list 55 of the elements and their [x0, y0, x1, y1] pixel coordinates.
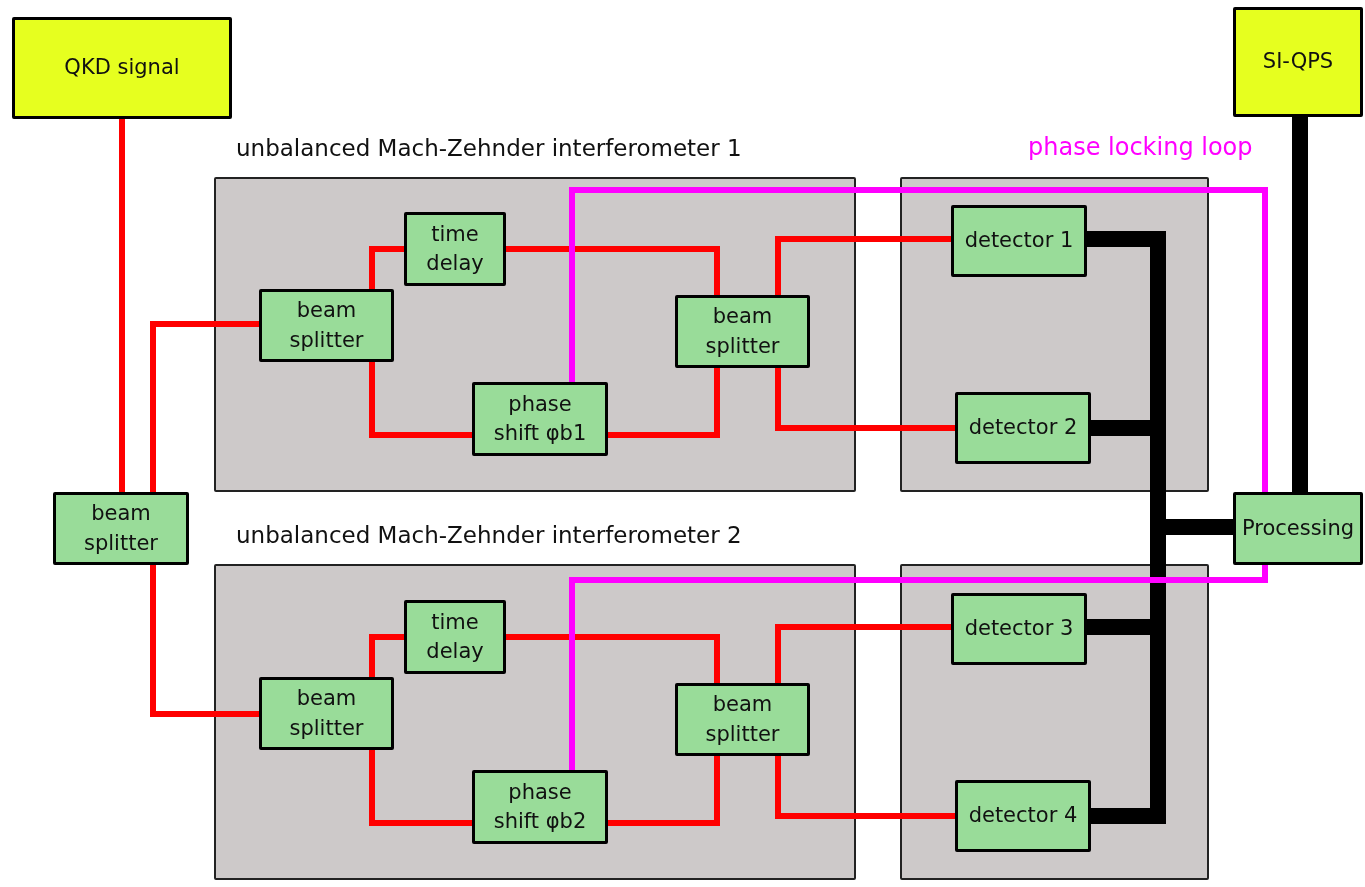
optical-fiber: [150, 565, 259, 717]
component-box: [955, 392, 1091, 464]
source-box: [12, 17, 232, 119]
optical-fiber: [369, 246, 404, 289]
source-box: [1233, 7, 1363, 117]
component-box: [675, 295, 810, 368]
component-box: [53, 492, 189, 565]
box-label: beam splitter: [704, 691, 781, 748]
component-box: [404, 600, 506, 674]
component-box: [404, 212, 506, 286]
optical-fiber: [775, 756, 955, 819]
optical-fiber: [369, 634, 404, 677]
component-box: [259, 677, 394, 750]
optical-fiber: [775, 368, 955, 431]
panel-background: [900, 177, 1209, 492]
optical-fiber: [608, 368, 720, 438]
optical-fiber: [608, 756, 720, 826]
box-label: phase shift φb2: [492, 778, 588, 835]
box-label: beam splitter: [288, 297, 365, 354]
component-box: [951, 205, 1087, 277]
panel-heading: unbalanced Mach-Zehnder interferometer 2: [236, 522, 742, 548]
box-label: Processing: [1240, 514, 1356, 542]
box-label: SI-QPS: [1261, 48, 1335, 76]
box-label: detector 1: [963, 227, 1075, 255]
panel-heading: unbalanced Mach-Zehnder interferometer 1: [236, 135, 742, 161]
component-box: [675, 683, 810, 756]
panel-background: [900, 564, 1209, 880]
component-box: [472, 382, 608, 456]
box-label: QKD signal: [63, 54, 181, 82]
optical-fiber: [506, 246, 720, 295]
optical-fiber: [119, 119, 125, 492]
component-box: [259, 289, 394, 362]
optical-fiber: [506, 634, 720, 683]
component-box: [951, 593, 1087, 665]
component-box: [472, 770, 608, 844]
optical-fiber: [775, 624, 951, 683]
box-label: time delay: [425, 608, 485, 665]
component-box: [955, 780, 1091, 852]
optical-fiber: [569, 187, 1268, 492]
component-box: [1233, 492, 1363, 565]
box-label: beam splitter: [288, 685, 365, 742]
box-label: time delay: [425, 220, 485, 277]
optical-fiber: [369, 750, 472, 826]
box-label: detector 3: [963, 615, 1075, 643]
box-label: detector 2: [967, 414, 1079, 442]
box-label: detector 4: [967, 802, 1079, 830]
box-label: beam splitter: [83, 500, 159, 557]
optical-fiber: [150, 321, 259, 492]
box-label: beam splitter: [704, 303, 781, 360]
optical-fiber: [569, 565, 1268, 770]
signal-cable: [1292, 117, 1308, 492]
box-label: phase shift φb1: [492, 390, 588, 447]
optical-fiber: [775, 236, 951, 295]
loop-label: phase locking loop: [1028, 133, 1253, 161]
optical-fiber: [369, 362, 472, 438]
